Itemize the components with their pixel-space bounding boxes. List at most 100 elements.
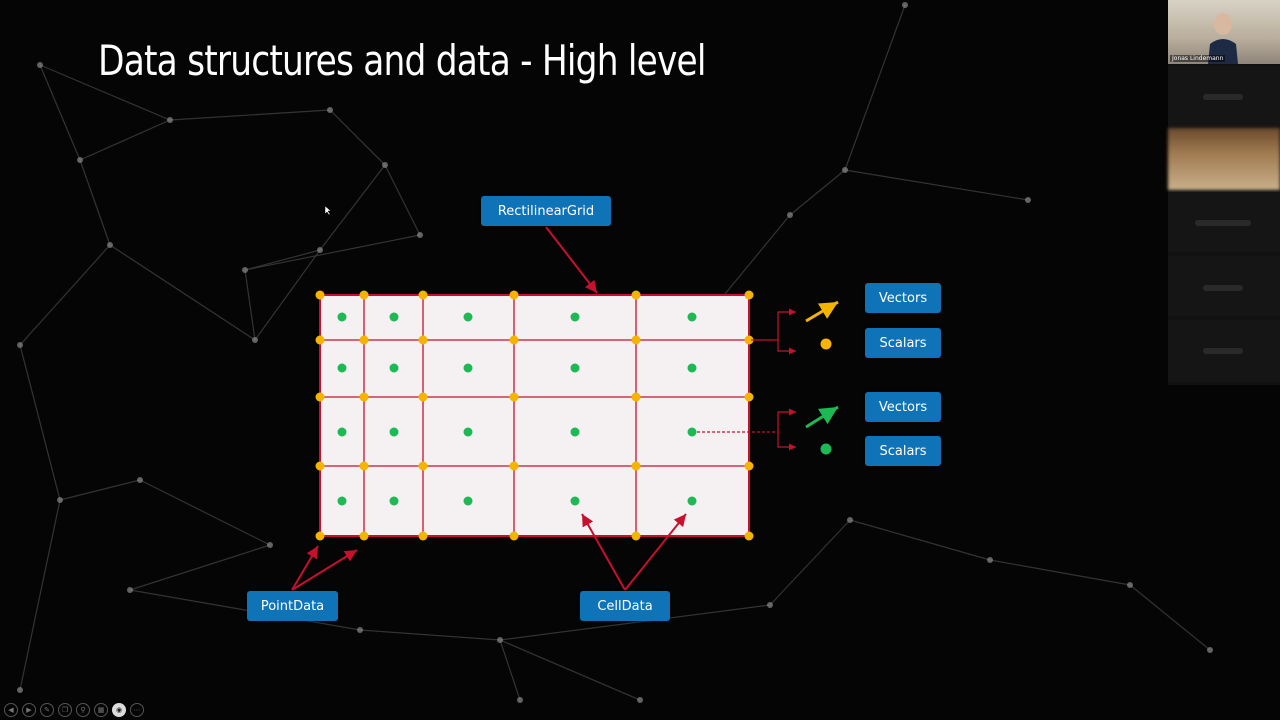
cell-data-dot xyxy=(463,363,473,373)
point-data-dot xyxy=(315,531,325,541)
copy-icon[interactable]: ❐ xyxy=(58,703,72,717)
grid-view-icon[interactable]: ▦ xyxy=(94,703,108,717)
network-node xyxy=(787,212,793,218)
cell-scalars-label: Scalars xyxy=(865,436,941,466)
network-edge xyxy=(319,164,386,251)
cell-data-dot xyxy=(687,427,697,437)
pointdata-arrow-1 xyxy=(291,545,319,591)
point-data-dot xyxy=(631,290,641,300)
point-data-dot xyxy=(315,290,325,300)
cell-data-dot xyxy=(337,363,347,373)
pen-icon[interactable]: ✎ xyxy=(40,703,54,717)
network-node xyxy=(252,337,258,343)
network-edge xyxy=(39,64,81,161)
cell-data-dot xyxy=(463,496,473,506)
cell-data-dot xyxy=(389,312,399,322)
network-edge xyxy=(139,479,271,546)
network-edge xyxy=(499,604,771,641)
cell-data-dot xyxy=(337,427,347,437)
point-data-dot xyxy=(744,531,754,541)
network-node xyxy=(902,2,908,8)
network-edge xyxy=(384,164,421,236)
network-edge xyxy=(244,269,256,341)
network-node xyxy=(242,267,248,273)
network-edge xyxy=(59,479,141,501)
zoom-icon[interactable]: ⚲ xyxy=(76,703,90,717)
slide-title: Data structures and data - High level xyxy=(98,36,706,85)
point-attribute-connector xyxy=(751,308,796,355)
network-node xyxy=(167,117,173,123)
network-edge xyxy=(844,169,1029,201)
network-edge xyxy=(719,214,791,301)
network-edge xyxy=(39,64,171,121)
participant-tile-2-name xyxy=(1203,94,1243,100)
network-edge xyxy=(244,234,421,271)
cell-data-dot xyxy=(687,312,697,322)
network-node xyxy=(637,697,643,703)
network-edge xyxy=(19,344,61,501)
point-data-dot xyxy=(315,461,325,471)
network-edge xyxy=(789,169,846,216)
cell-data-dot xyxy=(463,427,473,437)
point-data-dot xyxy=(418,531,428,541)
cell-data-dot xyxy=(570,312,580,322)
network-node xyxy=(127,587,133,593)
point-data-dot xyxy=(631,461,641,471)
network-edge xyxy=(19,244,111,346)
point-data-dot xyxy=(315,335,325,345)
prev-icon[interactable]: ◀ xyxy=(4,703,18,717)
cell-data-dot xyxy=(570,496,580,506)
network-node xyxy=(137,477,143,483)
cell-data-dot xyxy=(570,363,580,373)
point-data-dot xyxy=(418,335,428,345)
point-data-dot xyxy=(418,461,428,471)
celldata-label: CellData xyxy=(580,591,670,621)
point-data-dot xyxy=(418,290,428,300)
cell-data-dot xyxy=(337,496,347,506)
network-node xyxy=(1207,647,1213,653)
pointdata-arrow-2 xyxy=(291,549,358,591)
network-edge xyxy=(769,519,851,606)
next-icon[interactable]: ▶ xyxy=(22,703,36,717)
participant-video-main[interactable]: Jonas Lindemann xyxy=(1168,0,1280,64)
point-data-dot xyxy=(744,392,754,402)
network-edge xyxy=(109,244,256,341)
point-data-dot xyxy=(509,335,519,345)
cell-vectors-label: Vectors xyxy=(865,392,941,422)
network-edge xyxy=(329,109,386,166)
network-node xyxy=(17,687,23,693)
network-node xyxy=(317,247,323,253)
cell-scalar-glyph xyxy=(820,443,832,455)
network-node xyxy=(417,232,423,238)
record-icon[interactable]: ◉ xyxy=(112,703,126,717)
more-icon[interactable]: ⋯ xyxy=(130,703,144,717)
network-node xyxy=(57,497,63,503)
network-edge xyxy=(129,544,271,591)
point-data-dot xyxy=(744,461,754,471)
network-node xyxy=(847,517,853,523)
network-edge xyxy=(254,249,321,341)
point-data-dot xyxy=(315,392,325,402)
cell-data-dot xyxy=(337,312,347,322)
point-data-dot xyxy=(509,461,519,471)
participant-video-3[interactable] xyxy=(1168,128,1280,190)
cell-data-dot xyxy=(389,496,399,506)
network-node xyxy=(842,167,848,173)
network-edge xyxy=(849,519,991,561)
point-data-dot xyxy=(631,392,641,402)
cell-data-dot xyxy=(389,427,399,437)
network-node xyxy=(267,542,273,548)
cell-data-dot xyxy=(570,427,580,437)
point-data-dot xyxy=(359,461,369,471)
point-data-dot xyxy=(509,392,519,402)
network-node xyxy=(1025,197,1031,203)
point-data-dot xyxy=(744,335,754,345)
point-data-dot xyxy=(359,531,369,541)
network-node xyxy=(1127,582,1133,588)
celldata-arrow-1 xyxy=(581,513,626,591)
cell-data-dot xyxy=(687,363,697,373)
participant-tile-4-name xyxy=(1195,220,1251,226)
participant-name: Jonas Lindemann xyxy=(1170,55,1226,62)
